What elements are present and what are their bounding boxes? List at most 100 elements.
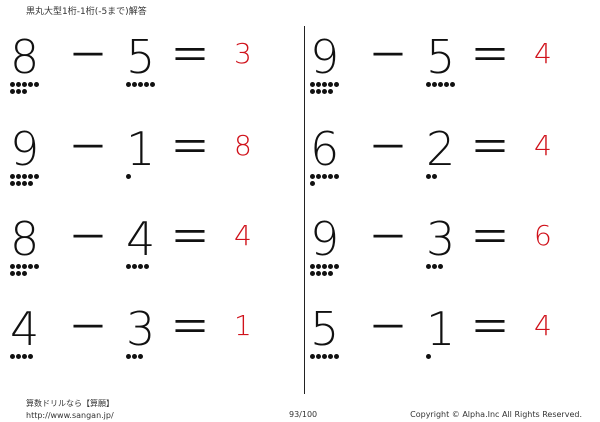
- copyright: Copyright © Alpha.Inc All Rights Reserve…: [410, 410, 582, 419]
- count-dot: [310, 354, 315, 359]
- count-dot: [334, 174, 339, 179]
- minus-sign: －: [368, 215, 408, 261]
- equals-sign: ＝: [470, 33, 510, 79]
- footer-brand: 算数ドリルなら【算願】: [26, 399, 114, 408]
- minus-sign: －: [368, 33, 408, 79]
- count-dot: [432, 82, 437, 87]
- count-dot: [22, 181, 27, 186]
- minuend: 9: [10, 126, 39, 186]
- footer-url[interactable]: http://www.sangan.jp/: [26, 411, 114, 420]
- minus-sign: －: [368, 125, 408, 171]
- equals-sign: ＝: [470, 305, 510, 351]
- count-dot: [138, 264, 143, 269]
- minus-sign: －: [368, 305, 408, 351]
- equals-sign: ＝: [170, 305, 210, 351]
- problem-7: 4－3＝1: [10, 306, 290, 376]
- count-dot: [322, 264, 327, 269]
- count-dot: [334, 264, 339, 269]
- answer: 1: [234, 309, 252, 342]
- minuend-digit: 6: [310, 122, 340, 176]
- count-dot: [10, 174, 15, 179]
- count-dot: [438, 82, 443, 87]
- count-dot: [22, 82, 27, 87]
- subtrahend: 5: [126, 34, 155, 87]
- equals-sign: ＝: [170, 33, 210, 79]
- count-dot: [328, 82, 333, 87]
- count-dot: [322, 82, 327, 87]
- subtrahend: 5: [426, 30, 456, 87]
- subtrahend-digit: 1: [126, 122, 156, 176]
- count-dot: [328, 174, 333, 179]
- count-dot: [138, 82, 143, 87]
- count-dot: [150, 82, 155, 87]
- equals-sign: ＝: [470, 125, 510, 171]
- count-dot: [316, 174, 321, 179]
- minuend: 6: [310, 122, 340, 186]
- problem-2: 9－5＝4: [310, 34, 590, 104]
- answer: 3: [234, 37, 252, 70]
- count-dot: [132, 354, 137, 359]
- subtrahend-digit: 1: [426, 302, 456, 356]
- count-dot: [28, 354, 33, 359]
- count-dot: [426, 264, 431, 269]
- minus-sign: －: [68, 305, 108, 351]
- count-dot: [138, 354, 143, 359]
- count-dot: [10, 271, 15, 276]
- minuend-digit: 9: [310, 212, 340, 266]
- minuend: 5: [310, 302, 340, 359]
- subtrahend: 1: [426, 302, 456, 359]
- minuend: 9: [310, 30, 340, 94]
- equals-sign: ＝: [470, 215, 510, 261]
- count-dot: [22, 89, 27, 94]
- count-dot: [432, 174, 437, 179]
- count-dot: [34, 82, 39, 87]
- minuend: 8: [10, 212, 40, 276]
- count-dot: [22, 174, 27, 179]
- count-dot: [126, 354, 131, 359]
- minuend-digit: 5: [310, 302, 340, 356]
- count-dot: [310, 174, 315, 179]
- minuend: 4: [10, 302, 40, 359]
- count-dot: [10, 89, 15, 94]
- count-dot: [10, 82, 15, 87]
- count-dot: [28, 82, 33, 87]
- count-dot: [444, 82, 449, 87]
- count-dot: [322, 89, 327, 94]
- answer: 4: [534, 129, 552, 162]
- count-dot: [334, 354, 339, 359]
- subtrahend-digit: 5: [426, 30, 456, 84]
- minuend-digit: 9: [310, 30, 340, 84]
- answer: 4: [534, 37, 552, 70]
- count-dot: [322, 174, 327, 179]
- count-dot: [328, 354, 333, 359]
- count-dot: [16, 271, 21, 276]
- count-dot: [34, 174, 39, 179]
- count-dot: [316, 271, 321, 276]
- page-number: 93/100: [289, 410, 318, 419]
- minuend: 8: [10, 34, 39, 94]
- count-dot: [310, 89, 315, 94]
- count-dot: [432, 264, 437, 269]
- equals-sign: ＝: [170, 125, 210, 171]
- count-dot: [426, 354, 431, 359]
- count-dot: [16, 82, 21, 87]
- count-dot: [450, 82, 455, 87]
- subtrahend: 2: [426, 126, 455, 179]
- minuend-digit: 4: [10, 302, 40, 356]
- count-dot: [438, 264, 443, 269]
- count-dot: [328, 89, 333, 94]
- count-dot: [10, 181, 15, 186]
- subtrahend: 3: [426, 216, 455, 269]
- count-dot: [144, 82, 149, 87]
- count-dot: [22, 271, 27, 276]
- count-dot: [132, 264, 137, 269]
- count-dot: [28, 181, 33, 186]
- count-dot: [16, 89, 21, 94]
- count-dot: [310, 271, 315, 276]
- minuend: 9: [310, 212, 340, 276]
- minuend-digit: 8: [10, 212, 40, 266]
- count-dot: [316, 89, 321, 94]
- count-dot: [328, 271, 333, 276]
- count-dot: [28, 174, 33, 179]
- subtrahend-digit: 3: [126, 302, 156, 356]
